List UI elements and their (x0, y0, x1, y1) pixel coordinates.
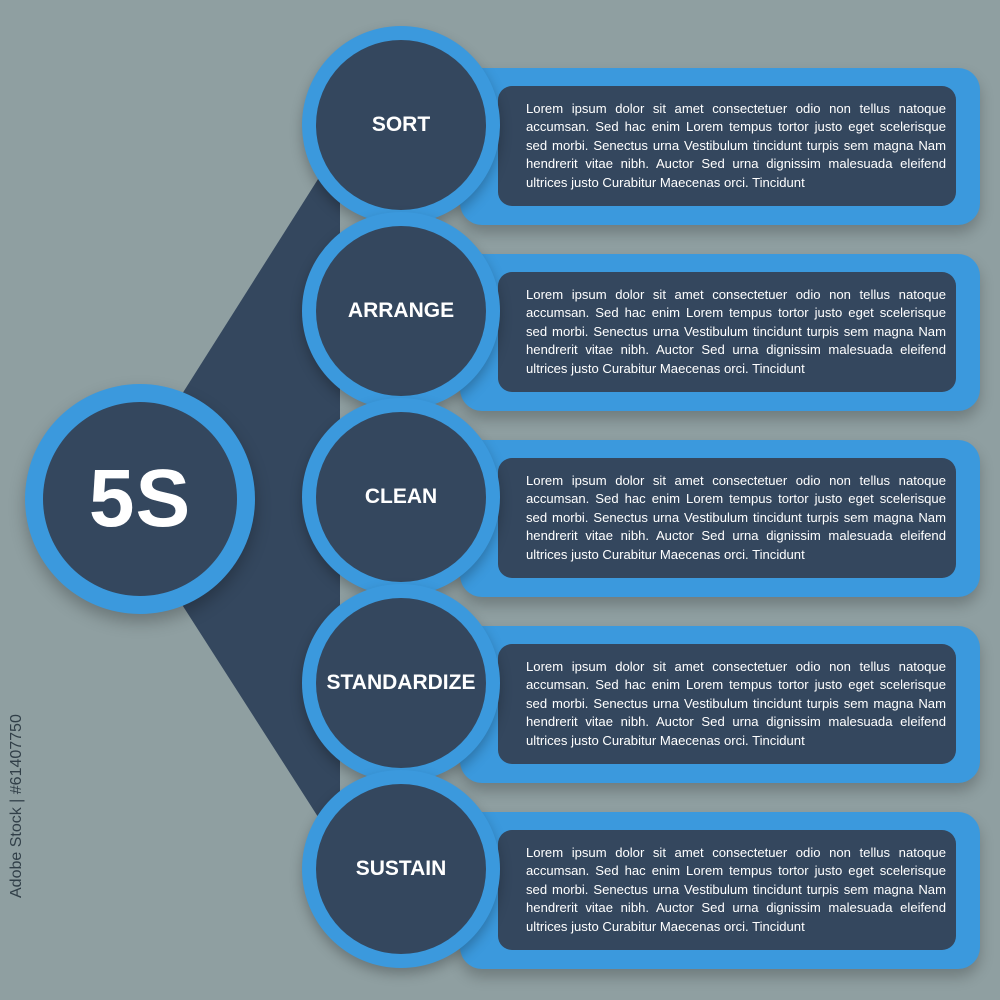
step-sustain: Lorem ipsum dolor sit amet consectetuer … (300, 770, 980, 969)
step-arrange: Lorem ipsum dolor sit amet consectetuer … (300, 212, 980, 411)
center-circle: 5S (25, 384, 255, 614)
step-description: Lorem ipsum dolor sit amet consectetuer … (526, 286, 946, 376)
step-description: Lorem ipsum dolor sit amet consectetuer … (526, 658, 946, 748)
step-panel: Lorem ipsum dolor sit amet consectetuer … (460, 440, 980, 597)
step-label: ARRANGE (347, 299, 455, 322)
step-panel-inner: Lorem ipsum dolor sit amet consectetuer … (498, 458, 956, 578)
step-description: Lorem ipsum dolor sit amet consectetuer … (526, 844, 946, 934)
step-panel: Lorem ipsum dolor sit amet consectetuer … (460, 254, 980, 411)
step-description: Lorem ipsum dolor sit amet consectetuer … (526, 472, 946, 562)
step-circle: SORT (302, 26, 500, 224)
step-circle-inner: STANDARDIZE (316, 598, 486, 768)
stock-id: Adobe Stock | #61407750 (8, 714, 25, 898)
center-circle-inner: 5S (43, 402, 237, 596)
step-circle-inner: SUSTAIN (316, 784, 486, 954)
step-circle-inner: CLEAN (316, 412, 486, 582)
step-sort: Lorem ipsum dolor sit amet consectetuer … (300, 26, 980, 225)
step-standardize: Lorem ipsum dolor sit amet consectetuer … (300, 584, 980, 783)
step-circle: STANDARDIZE (302, 584, 500, 782)
step-circle-inner: ARRANGE (316, 226, 486, 396)
center-label: 5S (88, 453, 192, 544)
step-panel-inner: Lorem ipsum dolor sit amet consectetuer … (498, 86, 956, 206)
step-description: Lorem ipsum dolor sit amet consectetuer … (526, 100, 946, 190)
step-label: STANDARDIZE (326, 671, 476, 694)
step-panel: Lorem ipsum dolor sit amet consectetuer … (460, 812, 980, 969)
step-panel: Lorem ipsum dolor sit amet consectetuer … (460, 68, 980, 225)
step-label: CLEAN (364, 485, 438, 508)
step-panel-inner: Lorem ipsum dolor sit amet consectetuer … (498, 830, 956, 950)
step-label: SORT (371, 113, 431, 136)
step-panel-inner: Lorem ipsum dolor sit amet consectetuer … (498, 272, 956, 392)
step-panel: Lorem ipsum dolor sit amet consectetuer … (460, 626, 980, 783)
step-circle: CLEAN (302, 398, 500, 596)
step-panel-inner: Lorem ipsum dolor sit amet consectetuer … (498, 644, 956, 764)
step-clean: Lorem ipsum dolor sit amet consectetuer … (300, 398, 980, 597)
step-circle: SUSTAIN (302, 770, 500, 968)
step-label: SUSTAIN (355, 857, 447, 880)
step-circle-inner: SORT (316, 40, 486, 210)
step-circle: ARRANGE (302, 212, 500, 410)
